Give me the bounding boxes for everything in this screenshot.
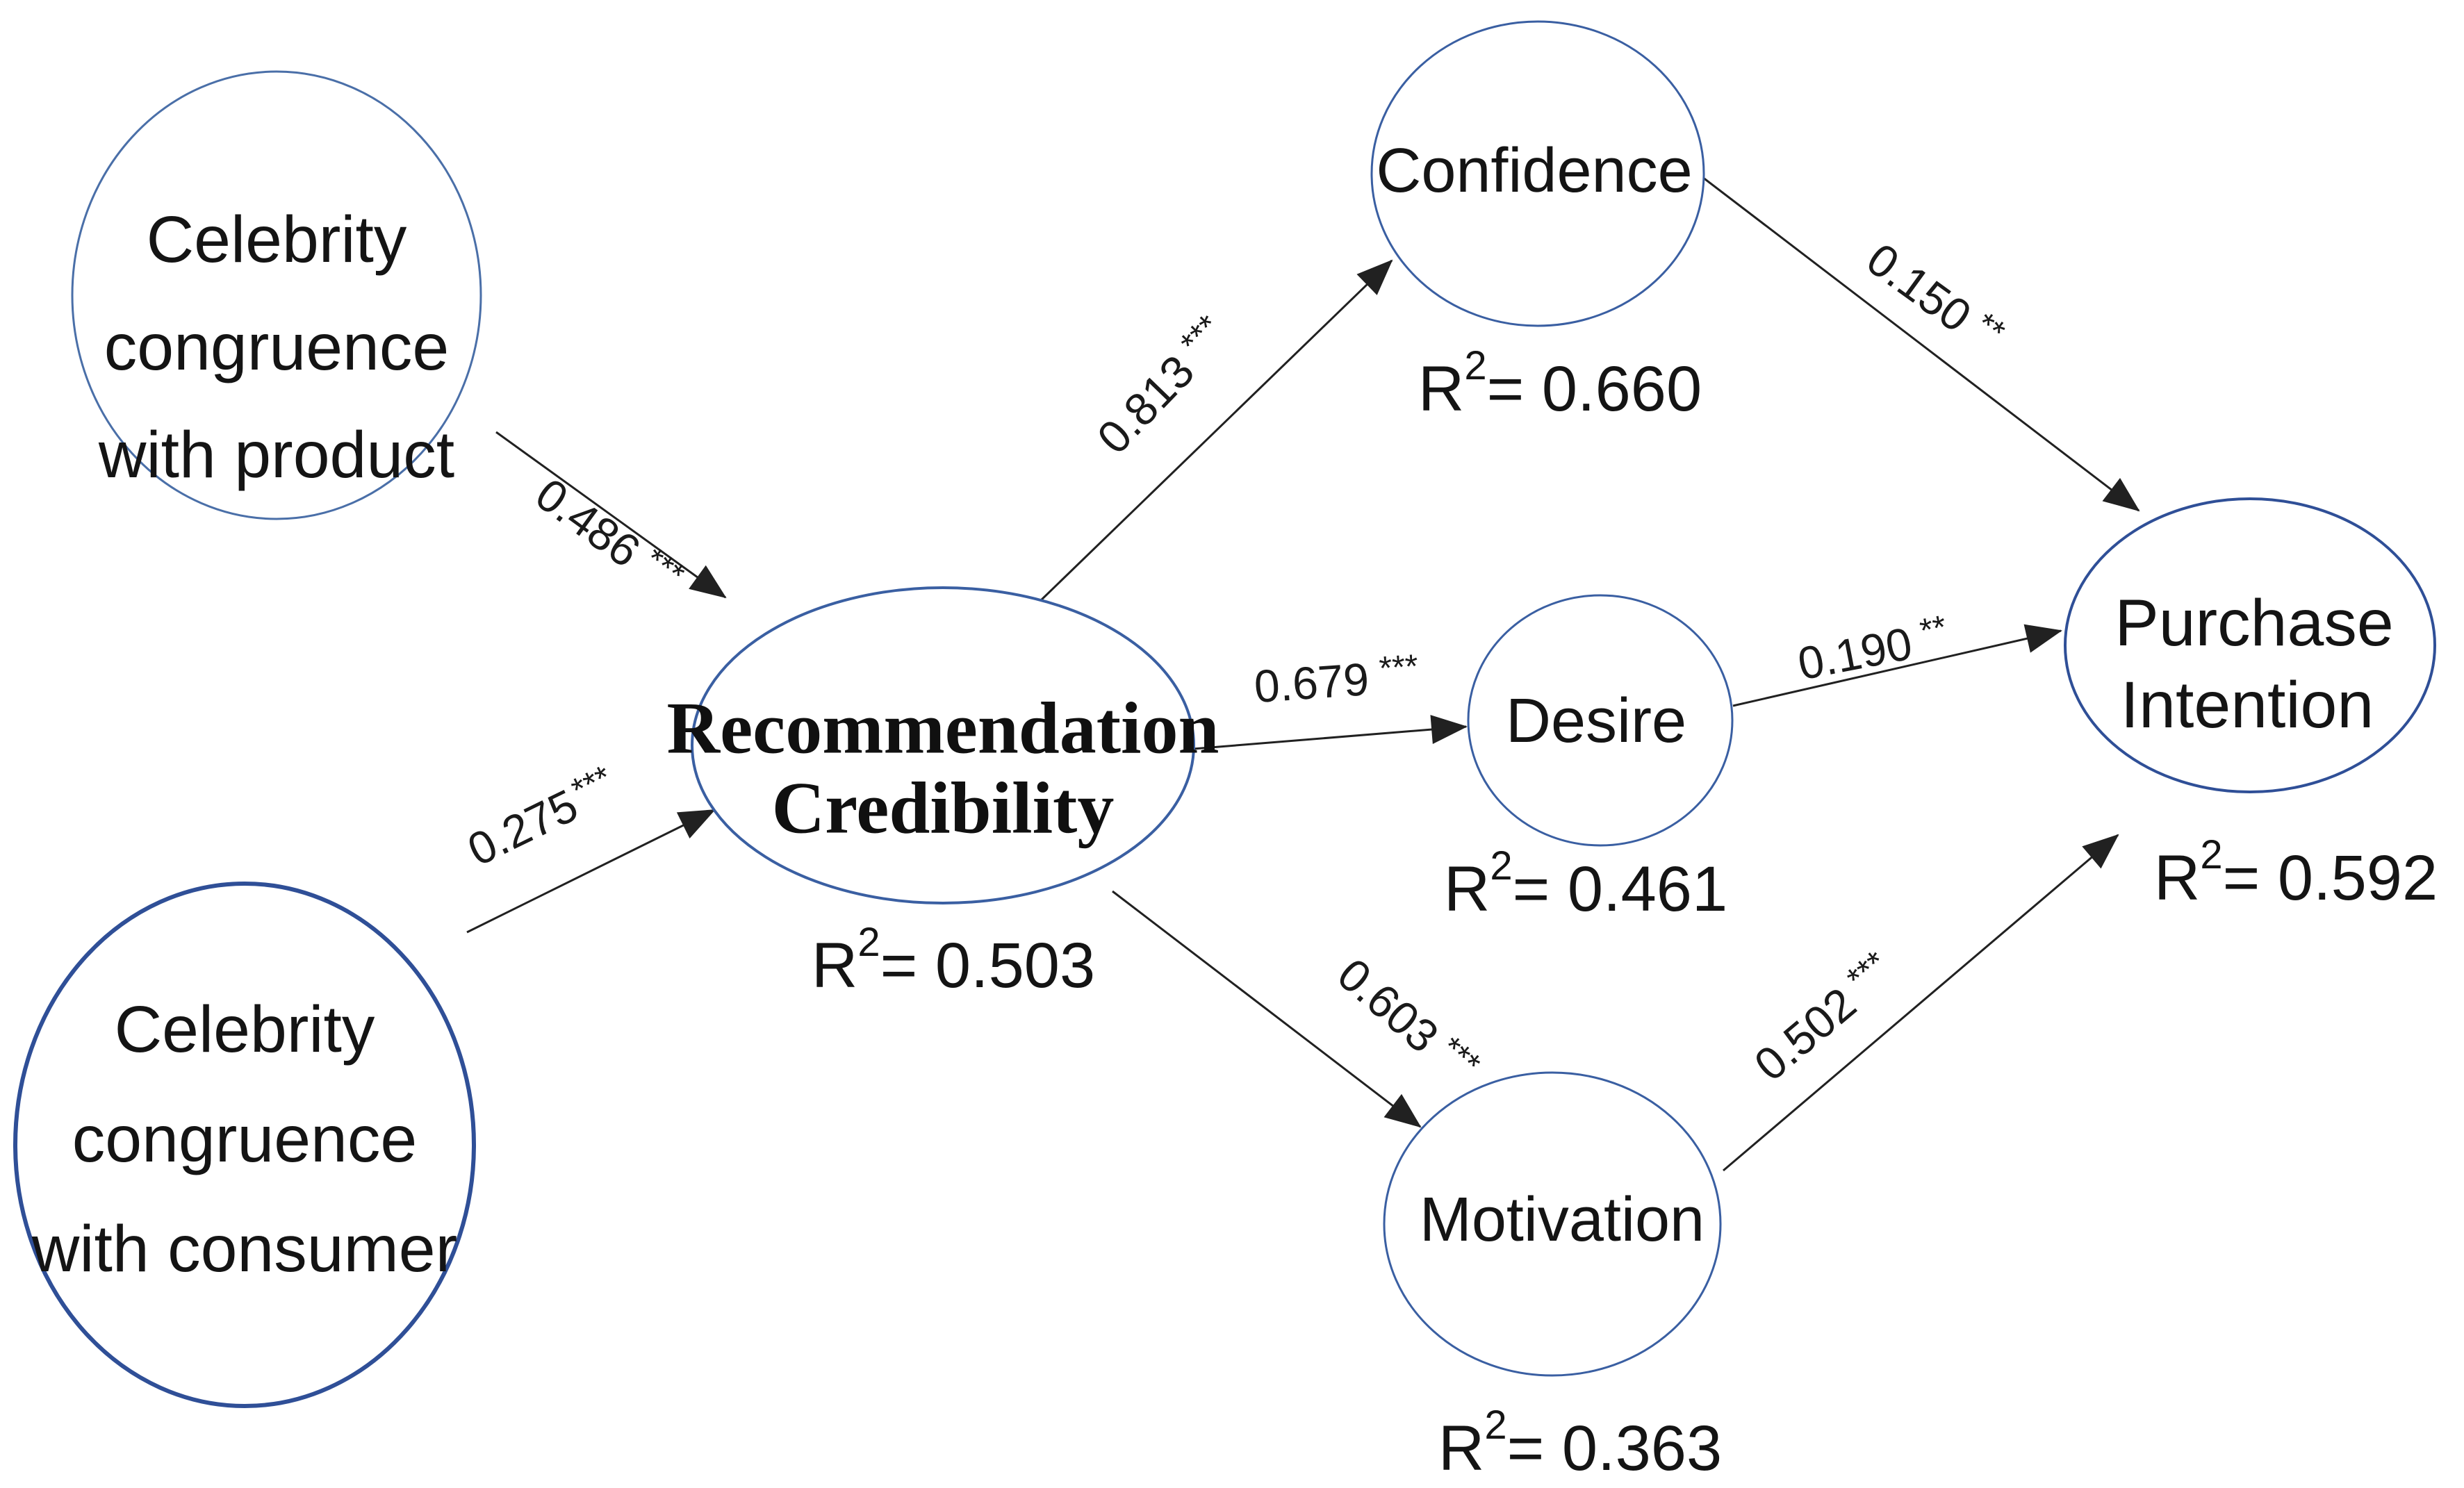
arrow-consumer-to-credibility: 0.275*** — [459, 759, 716, 934]
node-recommendation-credibility: Recommendation Credibility R2= 0.503 — [667, 586, 1219, 1002]
node-motivation: Motivation R2= 0.363 — [1383, 1071, 1722, 1485]
coefficient-value: 0.486 — [527, 468, 650, 577]
node-label-line: Recommendation — [667, 688, 1219, 769]
r-squared-exponent: 2 — [2200, 832, 2222, 877]
arrow-motivation-to-purchase-line — [1723, 834, 2119, 1172]
node-confidence-shape — [1370, 20, 1705, 327]
arrow-credibility-to-desire-line — [1192, 715, 1468, 750]
coefficient-value: 0.275 — [460, 779, 586, 875]
coefficient-value: 0.190 — [1793, 617, 1916, 689]
node-celebrity-consumer-shape — [13, 882, 476, 1408]
arrows-layer: 0.486*** 0.275*** 0.813*** 0.679*** 0.60… — [459, 176, 2140, 1172]
node-label-line: Purchase — [2114, 586, 2393, 660]
r-squared-value: = 0.503 — [880, 930, 1096, 1001]
arrow-credibility-to-confidence: 0.813*** — [1038, 259, 1393, 603]
coefficient-label: 0.275*** — [459, 759, 625, 875]
coefficient-value: 0.813 — [1087, 345, 1204, 463]
node-label-line: Credibility — [772, 768, 1115, 849]
r-squared-value: = 0.592 — [2223, 843, 2438, 914]
coefficient-label: 0.813*** — [1086, 308, 1238, 463]
arrow-desire-to-purchase-line — [1732, 624, 2062, 707]
node-celebrity-product-shape — [71, 70, 482, 520]
node-label-line: Confidence — [1376, 136, 1692, 206]
arrow-consumer-to-credibility-line — [466, 809, 716, 934]
node-label-line: congruence — [72, 1102, 417, 1176]
r-squared-value: = 0.461 — [1513, 854, 1728, 925]
arrow-product-to-credibility-line — [495, 431, 727, 599]
r-squared-prefix: R — [812, 930, 857, 1001]
node-desire-shape — [1467, 594, 1734, 847]
arrow-desire-to-purchase: 0.190** — [1732, 609, 2062, 707]
arrow-credibility-to-motivation: 0.603*** — [1112, 890, 1487, 1128]
r-squared-value: = 0.363 — [1507, 1413, 1723, 1484]
coefficient-label: 0.603*** — [1328, 947, 1487, 1095]
arrow-confidence-to-purchase-line — [1702, 176, 2140, 512]
r-squared-label: R2= 0.660 — [1418, 343, 1702, 425]
r-squared-prefix: R — [2154, 843, 2200, 914]
node-recommendation-credibility-shape — [691, 586, 1195, 904]
coefficient-value: 0.679 — [1252, 653, 1370, 712]
r-squared-label: R2= 0.592 — [2154, 832, 2438, 914]
coefficient-value: 0.502 — [1745, 977, 1866, 1091]
significance-stars: *** — [1434, 1030, 1487, 1083]
r-squared-label: R2= 0.363 — [1438, 1403, 1722, 1485]
node-label-line: Celebrity — [147, 203, 407, 276]
significance-stars: *** — [1378, 648, 1420, 688]
significance-stars: *** — [1174, 308, 1227, 362]
coefficient-label: 0.150** — [1857, 232, 2011, 364]
coefficient-label: 0.190** — [1793, 609, 1953, 689]
node-label-line: Desire — [1506, 686, 1686, 756]
r-squared-value: = 0.660 — [1487, 354, 1702, 424]
node-purchase-intention: Purchase Intention R2= 0.592 — [2064, 497, 2438, 914]
significance-stars: *** — [1840, 944, 1894, 998]
significance-stars: *** — [638, 541, 691, 594]
node-celebrity-congruence-with-product: Celebrity congruence with product — [71, 70, 482, 520]
arrow-credibility-to-motivation-line — [1112, 890, 1422, 1128]
node-motivation-shape — [1383, 1071, 1722, 1377]
coefficient-label: 0.486*** — [527, 467, 691, 606]
nodes-layer: Celebrity congruence with product Celebr… — [13, 20, 2438, 1485]
significance-stars: ** — [1917, 609, 1950, 650]
node-label-line: Motivation — [1420, 1185, 1705, 1255]
r-squared-exponent: 2 — [1464, 343, 1486, 388]
arrow-motivation-to-purchase: 0.502*** — [1723, 834, 2119, 1172]
r-squared-label: R2= 0.503 — [812, 920, 1095, 1002]
coefficient-value: 0.603 — [1328, 948, 1448, 1062]
r-squared-exponent: 2 — [1490, 843, 1512, 888]
arrow-product-to-credibility: 0.486*** — [495, 431, 727, 606]
r-squared-exponent: 2 — [1484, 1403, 1506, 1448]
node-desire: Desire R2= 0.461 — [1444, 594, 1734, 925]
arrow-credibility-to-desire: 0.679*** — [1192, 648, 1468, 750]
node-purchase-intention-shape — [2064, 497, 2436, 793]
node-confidence: Confidence R2= 0.660 — [1370, 20, 1705, 425]
node-label-line: with product — [98, 418, 454, 492]
r-squared-exponent: 2 — [857, 920, 880, 965]
coefficient-label: 0.502*** — [1743, 944, 1904, 1091]
node-label-line: with consumer — [31, 1212, 457, 1286]
coefficient-value: 0.150 — [1857, 233, 1980, 342]
r-squared-prefix: R — [1438, 1413, 1484, 1484]
node-label-line: Celebrity — [115, 993, 375, 1066]
arrow-confidence-to-purchase: 0.150** — [1702, 176, 2140, 512]
r-squared-prefix: R — [1444, 854, 1490, 925]
significance-stars: ** — [1969, 306, 2011, 351]
coefficient-label: 0.679*** — [1252, 648, 1420, 712]
r-squared-label: R2= 0.461 — [1444, 843, 1727, 925]
r-squared-prefix: R — [1418, 354, 1464, 424]
node-label-line: congruence — [104, 311, 449, 384]
node-label-line: Intention — [2121, 668, 2374, 742]
node-celebrity-congruence-with-consumer: Celebrity congruence with consumer — [13, 882, 476, 1408]
arrow-credibility-to-confidence-line — [1038, 259, 1393, 603]
